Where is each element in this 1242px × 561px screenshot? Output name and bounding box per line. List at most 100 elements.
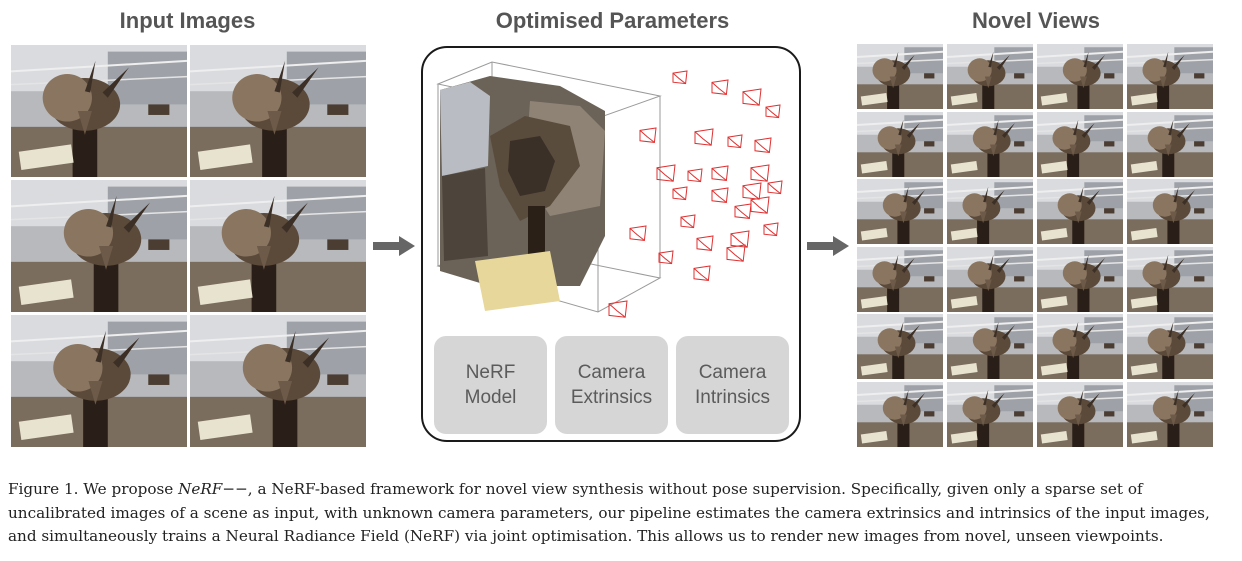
camera-frustum-edge — [687, 170, 701, 182]
novel-view-image — [1037, 247, 1123, 312]
camera-frustum-edge — [711, 168, 727, 181]
novel-view-image — [1127, 44, 1213, 109]
novel-view-image — [857, 382, 943, 447]
novel-view-image — [1037, 112, 1123, 177]
novel-view-image — [947, 314, 1033, 379]
camera-frustum — [727, 134, 743, 149]
camera-frustum — [629, 225, 647, 241]
camera-frustum — [763, 222, 779, 237]
novel-view-image — [857, 247, 943, 312]
camera-frustum-edge — [608, 303, 626, 318]
card-line: Model — [464, 387, 517, 408]
camera-frustum-edge — [750, 199, 768, 214]
camera-frustum — [711, 79, 729, 95]
camera-frustum-edge — [726, 247, 744, 262]
camera-frustum-edge — [742, 185, 760, 200]
camera-frustum — [696, 235, 714, 251]
camera-frustum-edge — [639, 130, 655, 143]
card-line: Intrinsics — [695, 387, 770, 408]
figure-caption: Figure 1. We propose NeRF−−, a NeRF-base… — [8, 478, 1223, 549]
input-image — [11, 315, 187, 447]
novel-view-image — [1037, 44, 1123, 109]
camera-frustum-edge — [672, 188, 686, 200]
camera-frustum — [672, 70, 688, 85]
camera-frustum — [730, 230, 750, 248]
novel-view-image — [947, 179, 1033, 244]
camera-frustum-edge — [672, 72, 686, 84]
camera-frustum — [754, 137, 772, 153]
camera-frustum-edge — [656, 167, 674, 182]
novel-view-image — [1127, 247, 1213, 312]
method-name: NeRF−− — [178, 480, 248, 498]
camera-frustum — [694, 128, 714, 146]
camera-frustum — [687, 168, 703, 183]
input-image — [11, 45, 187, 177]
camera-frustum-edge — [694, 131, 712, 146]
novel-view-image — [947, 247, 1033, 312]
camera-frustum — [608, 300, 628, 318]
camera-frustum — [693, 265, 711, 281]
camera-frustum — [639, 127, 657, 143]
card-line: Camera — [577, 362, 646, 383]
novel-view-image — [947, 44, 1033, 109]
camera-frustum — [750, 196, 770, 214]
camera-frustum-edge — [763, 224, 777, 236]
camera-frustum-edge — [629, 228, 645, 241]
camera-frustum-edge — [696, 238, 712, 251]
novel-view-image — [857, 112, 943, 177]
camera-frustum-edge — [750, 167, 768, 182]
caption-prefix: Figure 1. We propose — [8, 480, 179, 498]
camera-frustum-edge — [767, 182, 781, 194]
camera-frustum-edge — [754, 140, 770, 153]
input-image — [11, 180, 187, 312]
input-image — [190, 180, 366, 312]
camera-frustum-edge — [742, 91, 760, 106]
novel-view-image — [1037, 382, 1123, 447]
camera-frustum-edge — [680, 216, 694, 228]
novel-view-image — [857, 179, 943, 244]
novel-view-image — [1127, 179, 1213, 244]
camera-frustum-edge — [734, 206, 750, 219]
novel-view-image — [1037, 179, 1123, 244]
novel-view-image — [857, 44, 943, 109]
novel-view-image — [1127, 382, 1213, 447]
camera-frustum — [680, 214, 696, 229]
camera-frustum-edge — [658, 252, 672, 264]
card-line: Extrinsics — [570, 387, 653, 408]
camera-frustum — [742, 88, 762, 106]
novel-view-image — [857, 314, 943, 379]
camera-frustum — [742, 182, 762, 200]
camera-frustum — [711, 165, 729, 181]
camera-frustum — [765, 104, 781, 119]
input-image — [190, 315, 366, 447]
card-line: NeRF — [465, 362, 516, 383]
novel-view-image — [1127, 314, 1213, 379]
camera-frustum-edge — [765, 106, 779, 118]
camera-frustum-edge — [711, 190, 727, 203]
optimised-parameters-title: Optimised Parameters — [495, 8, 730, 33]
camera-frustum-edge — [711, 82, 727, 95]
nerf-model-card: NeRF Model — [434, 336, 547, 434]
camera-frustum — [711, 187, 729, 203]
camera-frustum — [658, 250, 674, 265]
input-image — [190, 45, 366, 177]
arrow-right-icon — [807, 236, 849, 256]
camera-frustum — [672, 186, 688, 201]
arrow-right-icon — [373, 236, 415, 256]
nerf-reconstruction-illustration — [436, 61, 783, 318]
camera-frustum-edge — [693, 268, 709, 281]
card-line: Camera — [698, 362, 767, 383]
input-images-title: Input Images — [119, 8, 256, 33]
camera-frustum-edge — [727, 136, 741, 148]
camera-frustum — [767, 180, 783, 195]
caption-body: , a NeRF-based framework for novel view … — [8, 480, 1210, 545]
novel-view-image — [1037, 314, 1123, 379]
novel-view-image — [947, 382, 1033, 447]
camera-frustum — [750, 164, 770, 182]
novel-view-image — [1127, 112, 1213, 177]
camera-frustum — [734, 203, 752, 219]
camera-frustum — [656, 164, 676, 182]
novel-view-image — [947, 112, 1033, 177]
